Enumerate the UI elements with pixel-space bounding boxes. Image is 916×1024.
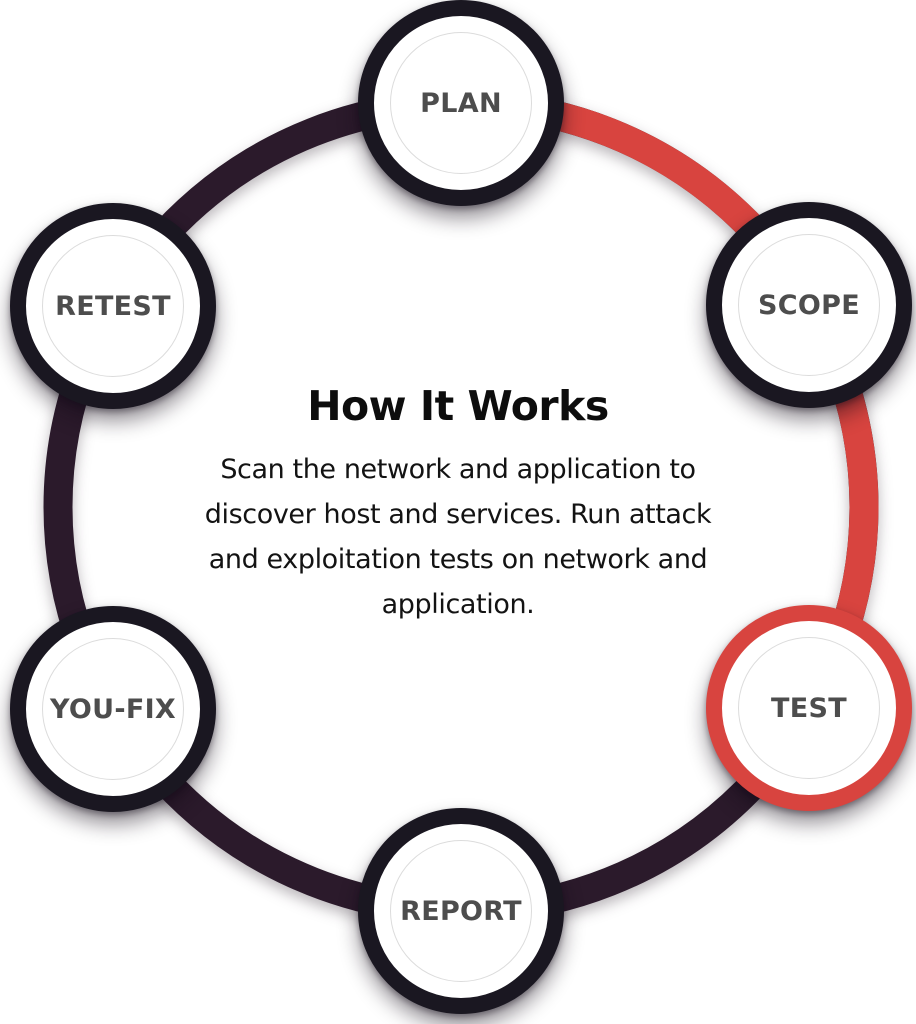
description-line: application.	[381, 589, 535, 620]
description-line: and exploitation tests on network and	[208, 544, 708, 575]
node-test-label: TEST	[771, 692, 847, 724]
node-plan[interactable]: PLAN	[358, 0, 564, 206]
node-scope-label: SCOPE	[758, 289, 860, 321]
center-text-block: How It Works Scan the network and applic…	[128, 382, 788, 627]
description-line: discover host and services. Run attack	[204, 499, 712, 530]
node-report[interactable]: REPORT	[358, 808, 564, 1014]
section-title: How It Works	[307, 382, 609, 430]
description-line: Scan the network and application to	[220, 454, 696, 485]
section-description: Scan the network and application to disc…	[128, 447, 788, 627]
node-retest-label: RETEST	[55, 290, 171, 322]
node-test[interactable]: TEST	[706, 605, 912, 811]
node-report-label: REPORT	[400, 895, 522, 927]
node-plan-label: PLAN	[420, 87, 502, 119]
node-scope[interactable]: SCOPE	[706, 202, 912, 408]
node-retest[interactable]: RETEST	[10, 203, 216, 409]
node-you-fix-label: YOU-FIX	[49, 693, 177, 725]
node-you-fix[interactable]: YOU-FIX	[10, 606, 216, 812]
